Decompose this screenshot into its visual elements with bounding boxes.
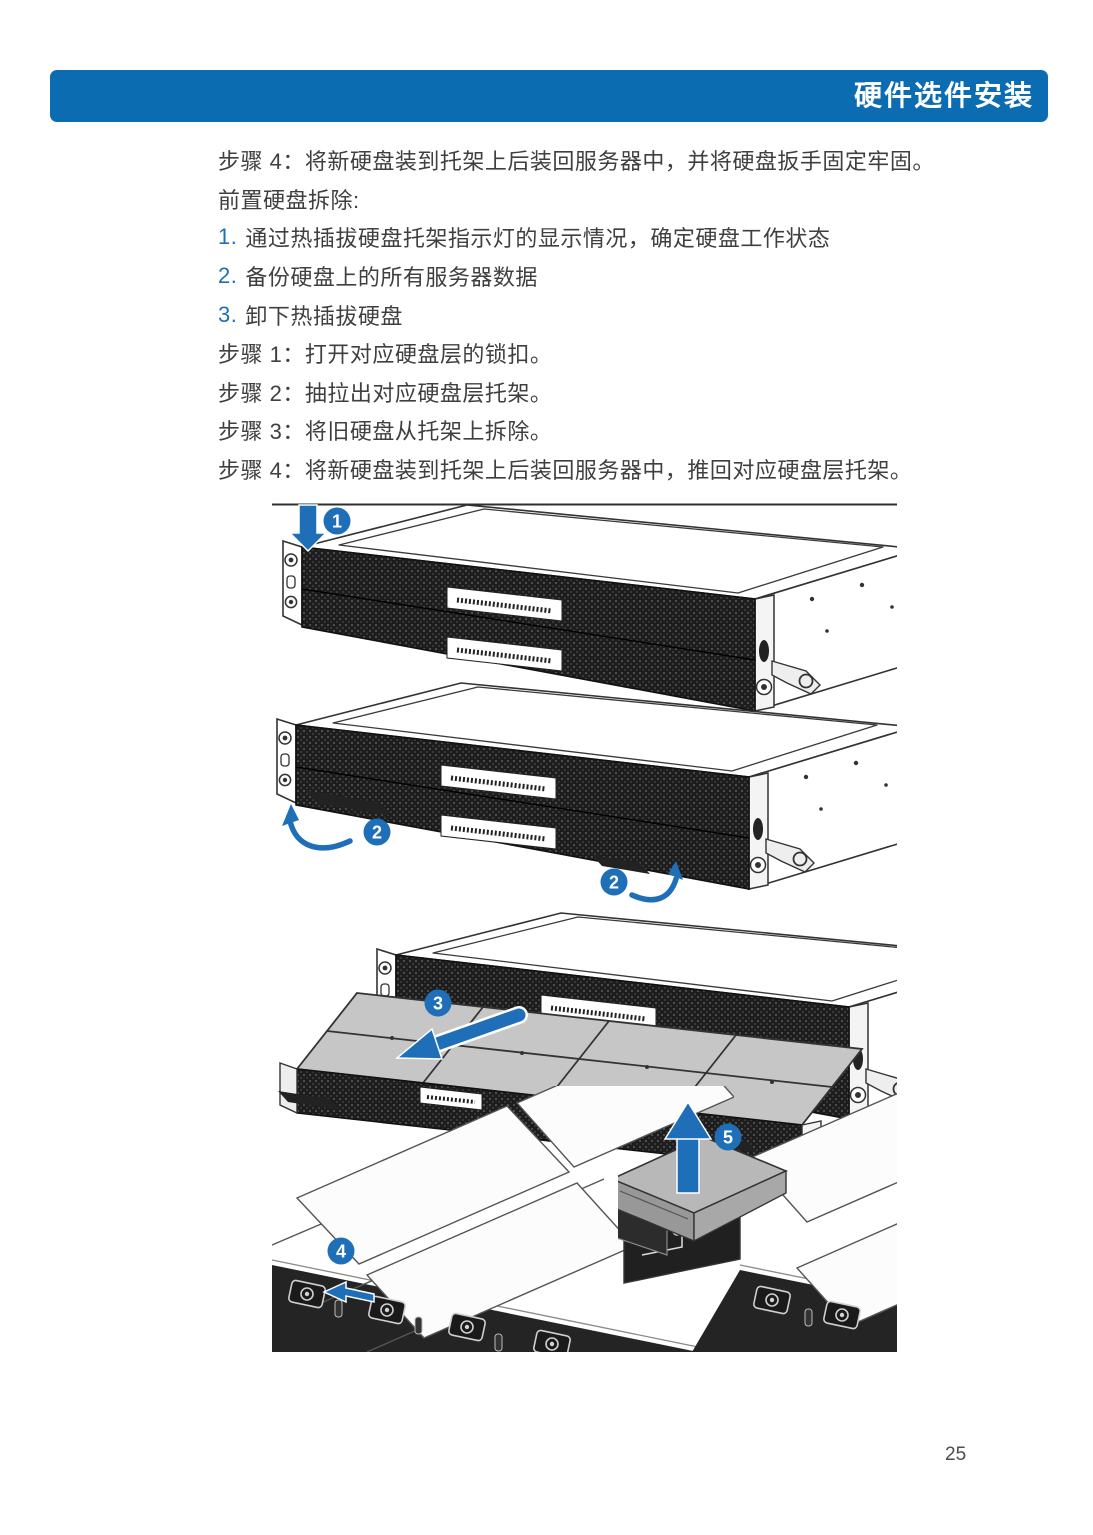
step-badge-3 — [424, 989, 452, 1017]
drawer-left-latch — [278, 1091, 340, 1110]
line-text: 步骤 4：将新硬盘装到托架上后装回服务器中，并将硬盘扳手固定牢固。 — [218, 149, 935, 175]
instruction-line: 1. 通过热插拔硬盘托架指示灯的显示情况，确定硬盘工作状态 — [218, 218, 938, 257]
step-badge-2-left — [363, 818, 391, 846]
line-text: 步骤 4：将新硬盘装到托架上后装回服务器中，推回对应硬盘层托架。 — [218, 458, 913, 484]
step5-lift-arrow-icon — [663, 1100, 713, 1194]
line-text: 卸下热插拔硬盘 — [245, 303, 403, 329]
latch-mechanisms — [753, 1285, 861, 1330]
step3-pull-arrow-icon — [394, 1006, 528, 1060]
step-badge-4-label: 4 — [336, 1242, 346, 1262]
step2-rotate-arrow-left-head-icon — [282, 804, 299, 826]
step-badge-5 — [714, 1123, 742, 1151]
line-text: 前置硬盘拆除: — [218, 187, 360, 213]
page-number: 25 — [945, 1444, 967, 1465]
figure-hdd-replacement: 1 2 2 3 4 5 — [272, 503, 1015, 1352]
step1-arrow-down-icon — [288, 504, 328, 553]
step-badge-2-right-label: 2 — [609, 873, 619, 893]
latch-mechanisms — [288, 1279, 571, 1352]
closeup-view-5 — [618, 1092, 897, 1352]
list-number: 3. — [218, 301, 238, 327]
step-badge-1-label: 1 — [332, 512, 342, 532]
instruction-line: 步骤 3：将旧硬盘从托架上拆除。 — [218, 411, 938, 450]
line-text: 步骤 1：打开对应硬盘层的锁扣。 — [218, 342, 553, 368]
step2-rotate-arrow-right-icon — [629, 876, 679, 903]
list-number: 2. — [218, 263, 238, 289]
step-badges: 1 2 2 3 4 5 — [323, 507, 742, 1265]
instruction-line: 3. 卸下热插拔硬盘 — [218, 295, 938, 334]
step-badge-2-right — [600, 868, 628, 896]
step-badge-4 — [327, 1237, 355, 1265]
instruction-line: 2. 备份硬盘上的所有服务器数据 — [218, 257, 938, 296]
step-badge-5-label: 5 — [723, 1128, 733, 1148]
right-latch-handle — [592, 855, 650, 874]
hard-drive — [618, 1136, 789, 1256]
instruction-line: 步骤 4：将新硬盘装到托架上后装回服务器中，推回对应硬盘层托架。 — [218, 450, 938, 489]
instruction-line: 步骤 1：打开对应硬盘层的锁扣。 — [218, 334, 938, 373]
chapter-header-bar: 硬件选件安装 — [50, 70, 1048, 122]
line-text: 步骤 3：将旧硬盘从托架上拆除。 — [218, 419, 553, 445]
line-text: 备份硬盘上的所有服务器数据 — [245, 265, 538, 291]
closeup-view-4 — [272, 1086, 734, 1352]
server-view-1 — [282, 504, 921, 711]
left-latch-handle — [305, 790, 392, 816]
step-badge-1 — [323, 507, 351, 535]
figure-illustration: 1 2 2 3 4 5 — [272, 503, 1015, 1352]
step-badge-3-label: 3 — [433, 994, 443, 1014]
instruction-line: 步骤 2：抽拉出对应硬盘层托架。 — [218, 373, 938, 412]
line-text: 步骤 2：抽拉出对应硬盘层托架。 — [218, 380, 553, 406]
instruction-line: 步骤 4：将新硬盘装到托架上后装回服务器中，并将硬盘扳手固定牢固。 — [218, 141, 938, 180]
step4-slide-arrow-icon — [322, 1280, 375, 1304]
line-text: 通过热插拔硬盘托架指示灯的显示情况，确定硬盘工作状态 — [245, 226, 831, 252]
drive-tray-top — [515, 1086, 734, 1168]
step-badge-2-left-label: 2 — [372, 823, 382, 843]
step2-rotate-arrow-right-head-icon — [668, 861, 683, 880]
drive-tray-top — [748, 1092, 897, 1223]
list-number: 1. — [218, 224, 238, 250]
step2-rotate-arrow-left-icon — [287, 818, 353, 851]
chapter-title: 硬件选件安装 — [853, 80, 1034, 111]
server-view-2 — [276, 682, 915, 903]
instruction-line: 前置硬盘拆除: — [218, 180, 938, 219]
instruction-text: 步骤 4：将新硬盘装到托架上后装回服务器中，并将硬盘扳手固定牢固。 前置硬盘拆除… — [218, 141, 938, 488]
